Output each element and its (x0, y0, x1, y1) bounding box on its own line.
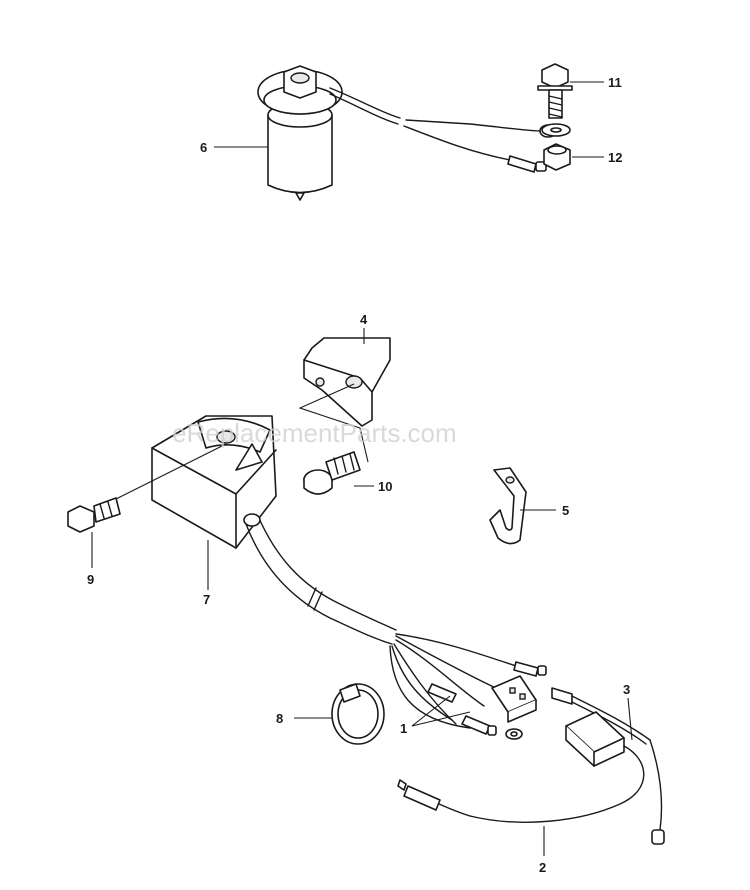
part-12-washer (541, 123, 571, 137)
part-1-wire-d (391, 645, 453, 721)
part-7-harness-collar (243, 513, 261, 527)
part-8-hose-clamp[interactable] (331, 683, 385, 745)
callout-7: 7 (203, 592, 210, 607)
part-6-bullet-connector (507, 155, 547, 173)
part-9-bolt-path (113, 443, 227, 501)
part-6-wire-upper (329, 87, 401, 119)
part-1-bullet-connector-c (427, 683, 457, 703)
callout-9: 9 (87, 572, 94, 587)
callout-11: 11 (608, 75, 622, 90)
part-1-ring-terminal (505, 728, 523, 740)
part-7-harness-tape (307, 587, 323, 611)
part-7-control-module[interactable] (151, 415, 277, 549)
part-6-wire-mid (405, 119, 541, 132)
part-6-sensor-unit[interactable] (257, 65, 343, 201)
callout-4: 4 (360, 312, 368, 327)
part-1-bullet-connector-a (513, 661, 547, 677)
part-7-harness-outer-top (257, 515, 397, 631)
part-1-wire-b (395, 639, 485, 707)
part-1-wire-c (393, 643, 457, 725)
part-1-connector-block[interactable] (491, 675, 537, 723)
callout-1: 1 (400, 721, 407, 736)
part-1-wire-e (389, 645, 471, 729)
callout-8: 8 (276, 711, 283, 726)
part-1-wire-f (395, 635, 501, 691)
leader-1b (411, 711, 471, 727)
part-10-bolt[interactable] (303, 451, 361, 495)
callout-12: 12 (608, 150, 622, 165)
part-1-bullet-connector-b (461, 715, 497, 736)
part-7-harness-outer-bottom (245, 523, 393, 645)
part-2-lead-wire[interactable] (397, 711, 645, 823)
callout-5: 5 (562, 503, 569, 518)
callout-2: 2 (539, 860, 546, 875)
part-3-lead-wire[interactable] (551, 687, 665, 845)
leader-1a (411, 695, 451, 727)
part-4-bracket[interactable] (303, 337, 391, 427)
callout-6: 6 (200, 140, 207, 155)
callout-10: 10 (378, 479, 392, 494)
part-6-wire-lower (403, 125, 511, 161)
part-11-bolt[interactable] (537, 63, 573, 119)
part-5-clamp[interactable] (489, 467, 527, 545)
part-6-wire-upper-b (329, 93, 399, 125)
part-1-wire-a (395, 633, 517, 667)
part-9-bolt[interactable] (67, 497, 121, 533)
part-4-bolt-path (298, 383, 369, 463)
part-12-nut[interactable] (543, 143, 571, 171)
callout-3: 3 (623, 682, 630, 697)
watermark-text: eReplacementParts.com (172, 418, 457, 448)
leader-3 (627, 697, 633, 741)
